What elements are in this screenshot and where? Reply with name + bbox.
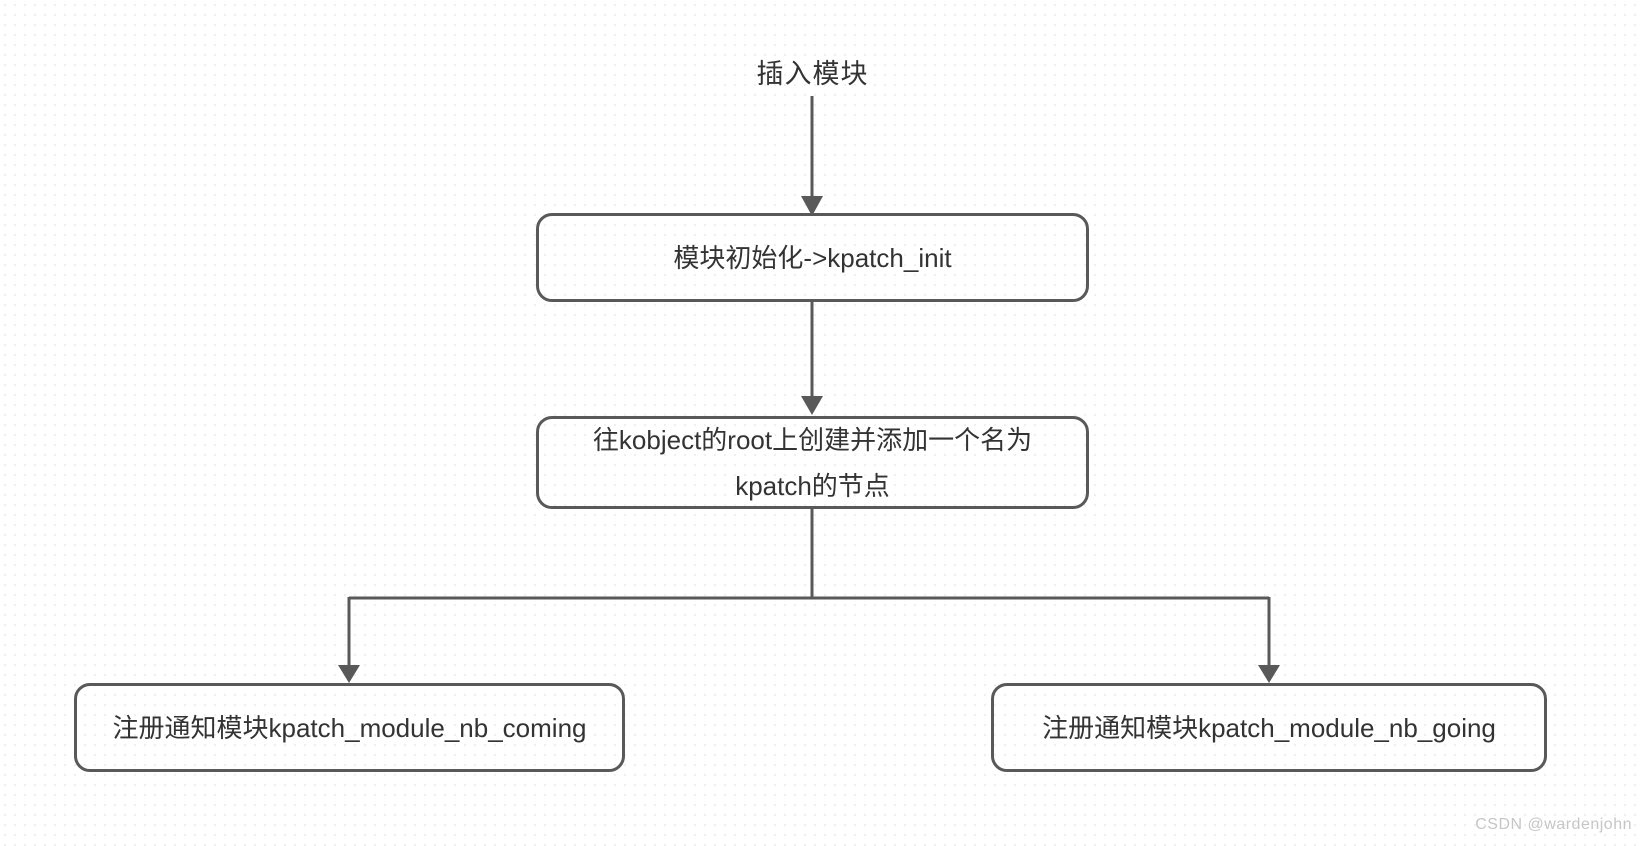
node-nb-going: 注册通知模块kpatch_module_nb_going <box>991 683 1547 772</box>
edge-start-to-init-arrowhead-icon <box>801 196 823 216</box>
node-nb-going-label: 注册通知模块kpatch_module_nb_going <box>1042 712 1496 743</box>
edge-to-nb-going-arrowhead-icon <box>1258 665 1280 683</box>
node-kpatch-init: 模块初始化->kpatch_init <box>536 213 1089 302</box>
node-nb-coming: 注册通知模块kpatch_module_nb_coming <box>74 683 625 772</box>
node-kobject-create-label: 往kobject的root上创建并添加一个名为 kpatch的节点 <box>592 424 1033 501</box>
edge-init-to-kobject-arrowhead-icon <box>801 396 823 415</box>
start-label: 插入模块 <box>756 59 869 89</box>
node-kobject-create: 往kobject的root上创建并添加一个名为 kpatch的节点 <box>536 416 1089 509</box>
node-kpatch-init-label: 模块初始化->kpatch_init <box>673 242 952 273</box>
node-nb-coming-label: 注册通知模块kpatch_module_nb_coming <box>112 712 587 743</box>
edge-branch-rail-line <box>347 509 1271 667</box>
watermark: CSDN @wardenjohn <box>1475 816 1632 833</box>
edge-to-nb-coming-arrowhead-icon <box>338 665 360 683</box>
